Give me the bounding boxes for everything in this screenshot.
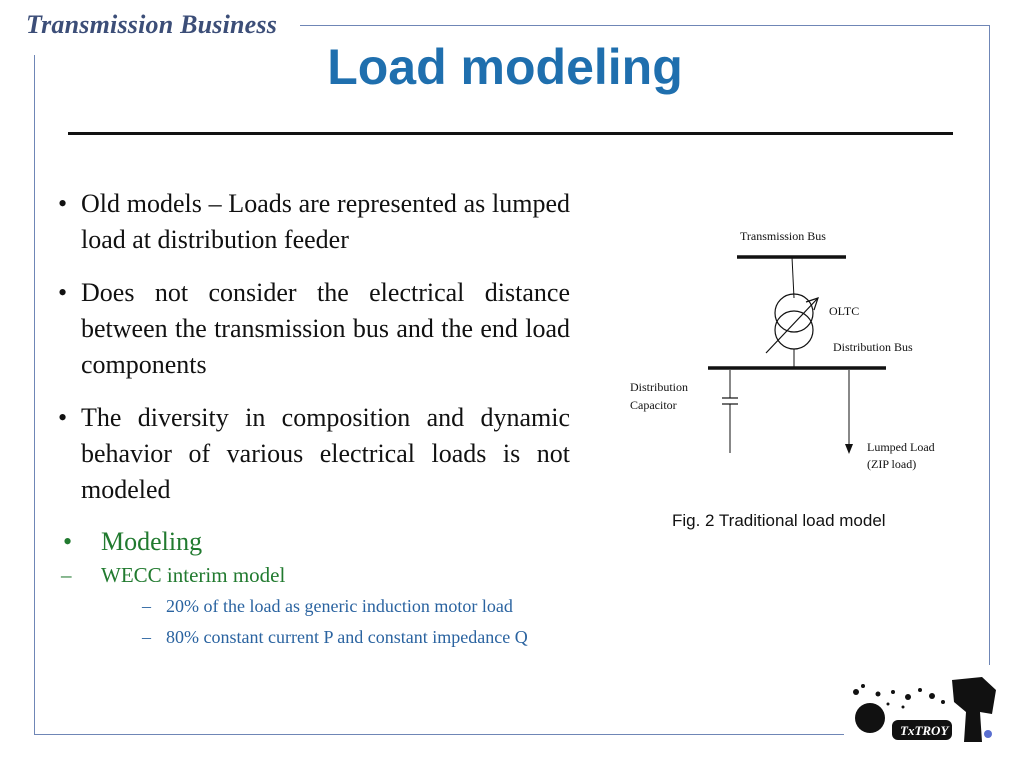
modeling-label: Modeling <box>101 527 203 556</box>
bullet-text: The diversity in composition and dynamic… <box>81 403 570 504</box>
oltc-arrow <box>765 297 819 354</box>
transformer-winding-upper <box>774 293 814 333</box>
bullet-text: Does not consider the electrical distanc… <box>81 278 570 379</box>
sub-bullet-text: WECC interim model <box>101 563 286 587</box>
sub-sub-bullet-text: 20% of the load as generic induction mot… <box>166 596 513 616</box>
transmission-feeder-line <box>791 256 795 299</box>
sub-sub-bullet: – 20% of the load as generic induction m… <box>58 593 570 620</box>
frame-bottom-line <box>34 734 844 735</box>
slide-title: Load modeling <box>327 39 683 95</box>
title-divider <box>68 132 953 135</box>
dash-icon: – <box>142 627 151 647</box>
transformer-winding-lower <box>774 310 814 350</box>
transmission-bus-label: Transmission Bus <box>740 229 826 243</box>
bullet-dot-icon: • <box>58 189 68 218</box>
dash-icon: – <box>142 596 151 616</box>
sub-bullet: – WECC interim model <box>58 561 570 589</box>
dash-icon: – <box>61 563 72 587</box>
troy-logo: TxTROY <box>853 677 996 742</box>
bullet-text: Old models – Loads are represented as lu… <box>81 189 570 254</box>
modeling-bullet: • Modeling <box>58 525 570 559</box>
oltc-label: OLTC <box>829 304 859 318</box>
bullet-dot-icon: • <box>58 278 68 307</box>
bullet-list: • Old models – Loads are represented as … <box>58 186 570 651</box>
load-arrow-icon <box>845 444 853 454</box>
bullet-item: • Does not consider the electrical dista… <box>58 275 570 383</box>
sub-sub-bullet-text: 80% constant current P and constant impe… <box>166 627 528 647</box>
lumped-load-label-line2: (ZIP load) <box>867 457 916 471</box>
brand-logo-text: Transmission Business <box>26 10 278 39</box>
oltc-arrowhead-icon <box>805 297 819 311</box>
capacitor-label-line1: Distribution <box>630 380 688 394</box>
sub-sub-bullet: – 80% constant current P and constant im… <box>58 624 570 651</box>
logo-text: TxTROY <box>900 723 949 738</box>
bullet-item: • The diversity in composition and dynam… <box>58 400 570 508</box>
bullet-dot-icon: • <box>58 403 68 432</box>
frame-right-line <box>989 25 990 665</box>
frame-top-line <box>300 25 990 26</box>
load-model-diagram: Transmission Bus OLTC Distribution Bus D… <box>630 229 935 471</box>
capacitor-label-line2: Capacitor <box>630 398 677 412</box>
bullet-item: • Old models – Loads are represented as … <box>58 186 570 258</box>
bullet-dot-icon: • <box>63 527 73 556</box>
frame-left-line <box>34 55 35 735</box>
distribution-bus-label: Distribution Bus <box>833 340 913 354</box>
figure-caption: Fig. 2 Traditional load model <box>672 511 886 530</box>
lumped-load-label-line1: Lumped Load <box>867 440 935 454</box>
